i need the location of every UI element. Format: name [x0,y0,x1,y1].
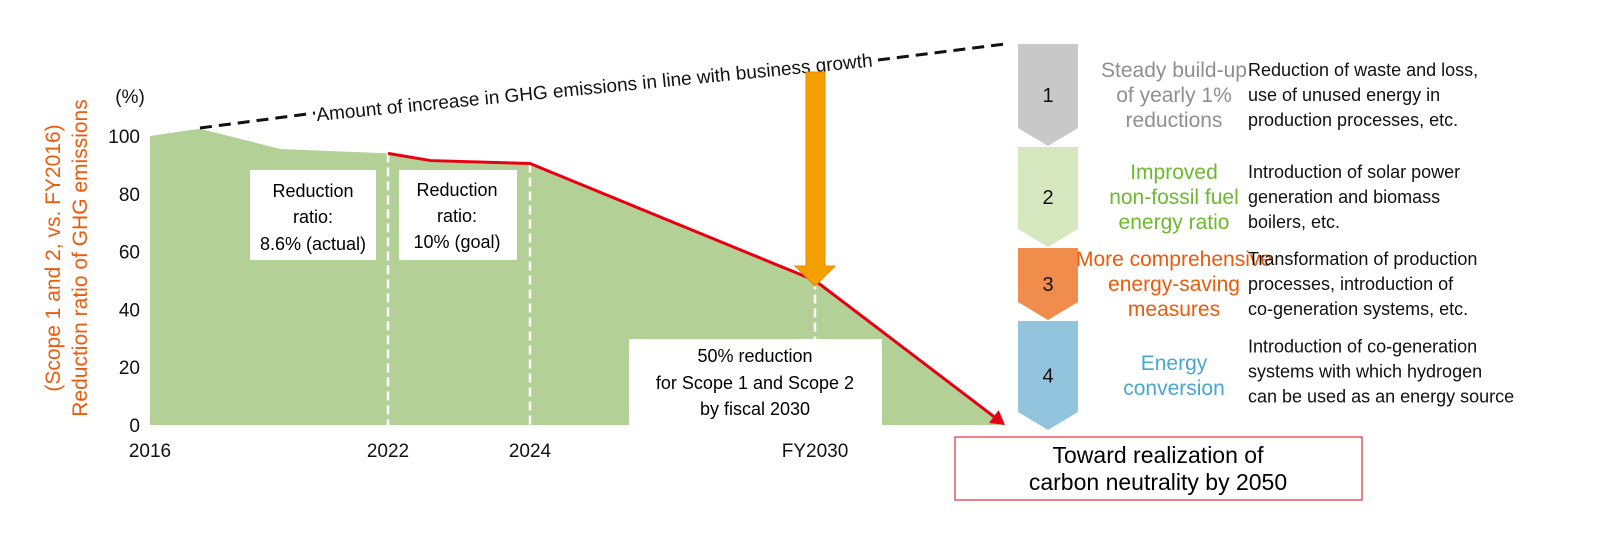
target-box-line: 50% reduction [697,346,812,366]
step-number: 4 [1042,366,1053,388]
step-description-line: co-generation systems, etc. [1248,299,1468,319]
goal-box-line: Reduction [416,180,497,200]
target-2030-box: 50% reduction for Scope 1 and Scope 2 by f… [629,339,882,425]
step-title-line: energy ratio [1119,211,1230,234]
step-chevron [1018,147,1078,247]
actual-box-line: ratio: [293,207,333,227]
step-title-line: Improved [1130,161,1218,184]
step-chevron [1018,248,1078,320]
x-tick-label: 2024 [509,441,552,462]
business-growth-dashed-line [199,111,316,130]
step-description-line: can be used as an energy source [1248,387,1514,407]
step-description-line: boilers, etc. [1248,212,1340,232]
carbon-box-line: Toward realization of [1053,442,1265,468]
step-description-line: processes, introduction of [1248,274,1454,294]
y-axis-label-line2: Reduction ratio of GHG emissions [69,99,92,416]
y-tick-label: 60 [119,243,140,264]
step-chevron [1018,321,1078,430]
x-tick-label: FY2030 [782,441,849,462]
reduction-path-arrowhead [989,410,1005,425]
step-title-line: conversion [1123,377,1225,400]
step-number: 1 [1042,85,1053,107]
step-title-line: measures [1128,298,1220,321]
step-description-line: Transformation of production [1248,249,1477,269]
step-chevron [1018,44,1078,146]
step-title-line: Steady build-up [1101,59,1247,82]
step-description-line: production processes, etc. [1248,110,1458,130]
carbon-box-line: carbon neutrality by 2050 [1029,469,1287,495]
step-title-line: energy-saving [1108,273,1240,296]
goal-arrow-down-icon [793,71,837,287]
y-tick-label: 40 [119,300,140,321]
actual-reduction-box: Reduction ratio: 8.6% (actual) [250,170,376,260]
y-tick-label: 0 [129,416,140,437]
x-tick-label: 2022 [367,441,409,462]
reduction-path-line [387,151,995,418]
target-box-line: for Scope 1 and Scope 2 [656,373,854,393]
goal-box-line: ratio: [437,206,477,226]
step-description-line: Introduction of co-generation [1248,337,1477,357]
y-tick-label: 100 [108,127,140,148]
step-title-line: More comprehensive [1076,248,1272,271]
step-description-line: Reduction of waste and loss, [1248,60,1478,80]
y-axis-label-line1: (Scope 1 and 2, vs. FY2016) [42,124,65,391]
goal-box-line: 10% (goal) [413,232,500,252]
step-description-line: generation and biomass [1248,187,1440,207]
business-growth-dashed-line-end [877,42,1006,62]
x-tick-label: 2016 [129,441,171,462]
step-title-line: reductions [1126,109,1223,132]
y-unit-label: (%) [115,87,145,108]
step-description-line: Introduction of solar power [1248,162,1460,182]
target-box-line: by fiscal 2030 [700,399,810,419]
actual-box-line: 8.6% (actual) [260,234,366,254]
step-number: 3 [1042,274,1053,296]
y-tick-label: 80 [119,185,140,206]
step-title-line: non-fossil fuel [1109,186,1239,209]
step-title-line: of yearly 1% [1116,84,1232,107]
goal-reduction-box: Reduction ratio: 10% (goal) [399,170,517,260]
y-tick-label: 20 [119,358,140,379]
step-title-line: Energy [1141,352,1208,375]
business-growth-label: Amount of increase in GHG emissions in l… [315,51,873,126]
actual-box-line: Reduction [272,181,353,201]
step-3: 3 More comprehensiveenergy-savingmeasures… [1018,248,1477,321]
step-description-line: use of unused energy in [1248,85,1440,105]
step-number: 2 [1042,187,1053,209]
step-description-line: systems with which hydrogen [1248,362,1482,382]
